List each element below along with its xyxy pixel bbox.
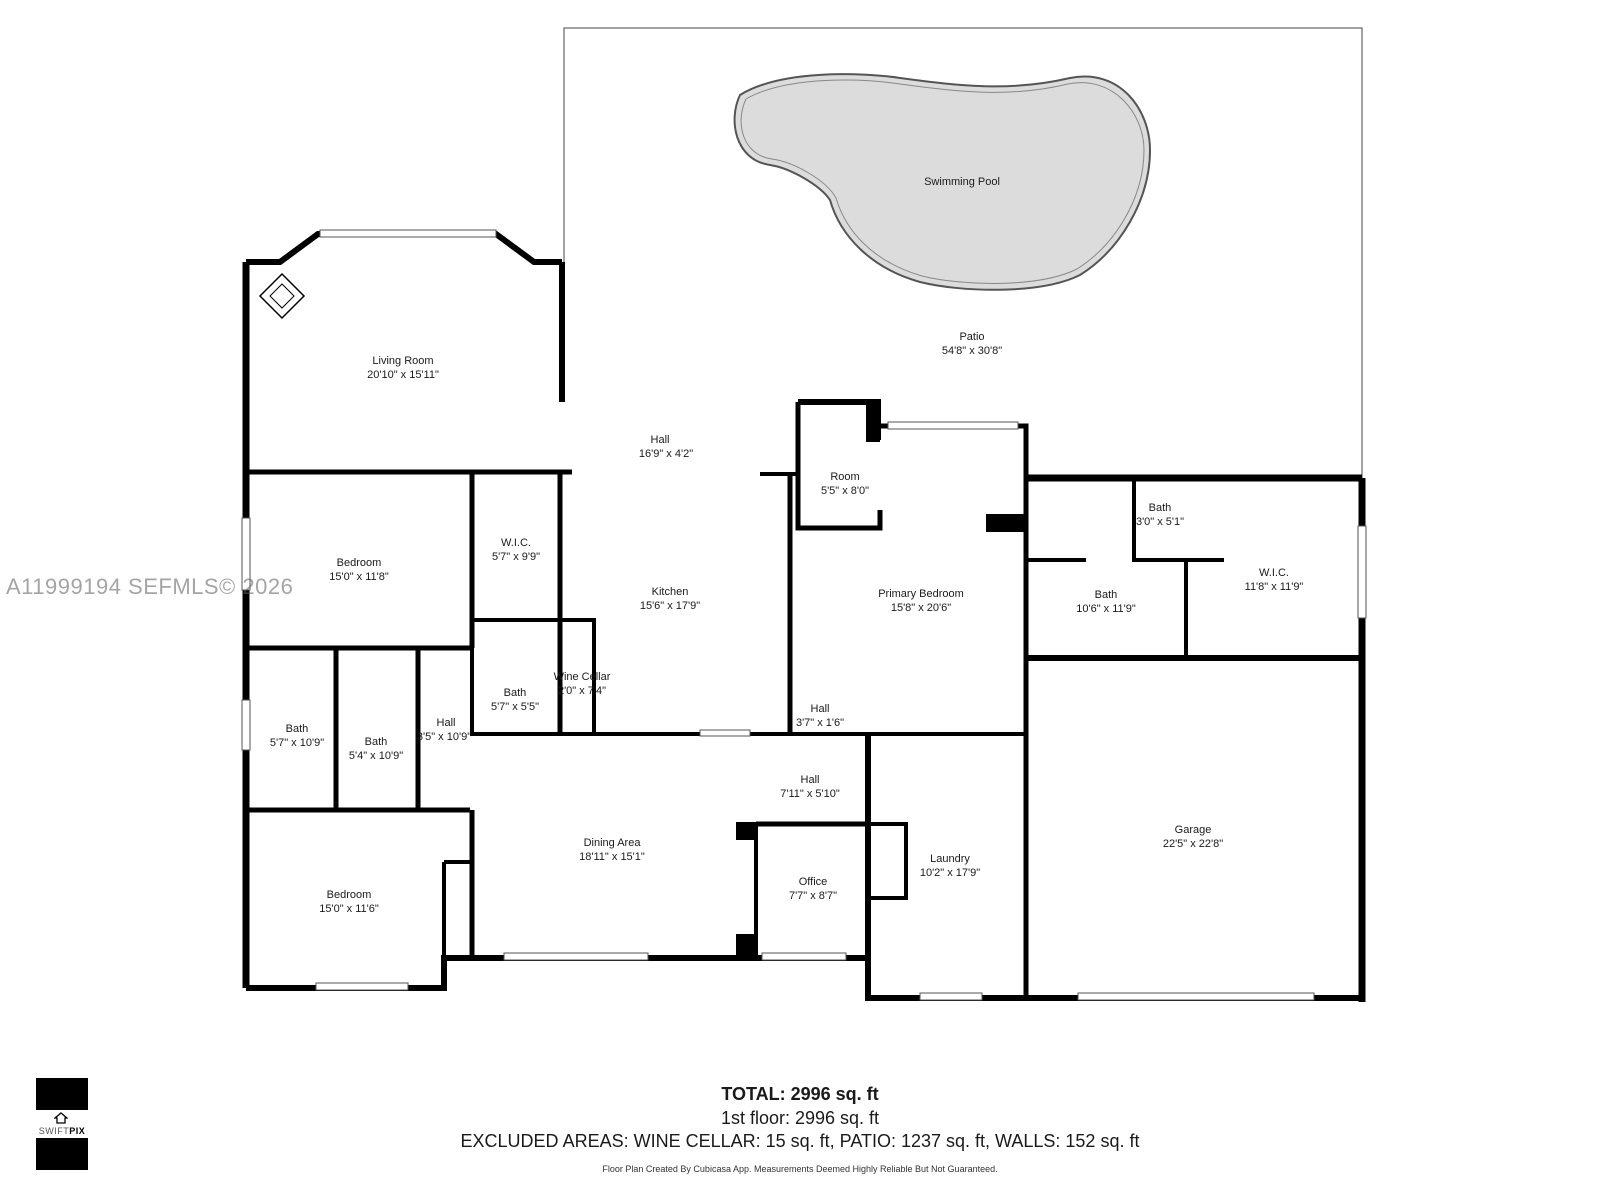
patio-outline (563, 27, 1363, 478)
room-labels: Patio 54'8" x 30'8" Swimming Pool Living… (270, 176, 1304, 915)
patio-dims: 54'8" x 30'8" (942, 345, 1002, 357)
wine-cellar-name: Wine Cellar (554, 671, 611, 683)
bath-c-dims: 5'7" x 5'5" (491, 701, 539, 713)
hall-mid-dims: 7'11" x 5'10" (780, 788, 840, 800)
logo-bottom-block (36, 1138, 88, 1170)
hall-left-name: Hall (437, 717, 456, 729)
excluded-areas: EXCLUDED AREAS: WINE CELLAR: 15 sq. ft, … (460, 1131, 1140, 1151)
wic-1-name: W.I.C. (501, 537, 531, 549)
laundry-name: Laundry (930, 853, 970, 865)
dining-area-name: Dining Area (584, 837, 642, 849)
bath-small-dims: 3'0" x 5'1" (1136, 516, 1184, 528)
logo-prefix: SWIFT (38, 1126, 70, 1136)
floor-area: 1st floor: 2996 sq. ft (720, 1108, 880, 1128)
living-room-name: Living Room (372, 355, 433, 367)
bath-primary-name: Bath (1095, 589, 1118, 601)
dining-area-dims: 18'11" x 15'1" (579, 851, 645, 863)
primary-bedroom-name: Primary Bedroom (878, 588, 964, 600)
wic-2-dims: 11'8" x 11'9" (1245, 581, 1304, 593)
logo-suffix: PIX (69, 1126, 86, 1136)
living-room-dims: 20'10" x 15'11" (367, 369, 439, 381)
wic-2-name: W.I.C. (1259, 567, 1289, 579)
room-name: Room (830, 471, 859, 483)
kitchen-dims: 15'6" x 17'9" (640, 600, 700, 612)
total-area: TOTAL: 2996 sq. ft (721, 1084, 879, 1104)
garage-name: Garage (1175, 824, 1212, 836)
office-name: Office (799, 876, 828, 888)
disclaimer: Floor Plan Created By Cubicasa App. Meas… (602, 1164, 998, 1174)
hall-left-dims: 3'5" x 10'9" (417, 731, 471, 743)
hall-small-name: Hall (811, 703, 830, 715)
hall-top-dims: 16'9" x 4'2" (639, 448, 693, 460)
primary-bedroom-dims: 15'8" x 20'6" (891, 602, 951, 614)
hall-small-dims: 3'7" x 1'6" (796, 717, 844, 729)
windows (241, 229, 1367, 1001)
bath-small-name: Bath (1149, 502, 1172, 514)
logo-text: SWIFTPIX (36, 1126, 88, 1136)
bedroom-1-dims: 15'0" x 11'8" (329, 571, 389, 583)
kitchen-name: Kitchen (652, 586, 689, 598)
bath-c-name: Bath (504, 687, 527, 699)
laundry-dims: 10'2" x 17'9" (920, 867, 980, 879)
wine-cellar-dims: 2'0" x 7'4" (558, 685, 606, 697)
house-icon (54, 1112, 68, 1124)
hall-top-name: Hall (651, 434, 670, 446)
bath-a-dims: 5'7" x 10'9" (270, 737, 324, 749)
hall-mid-name: Hall (801, 774, 820, 786)
bath-primary-dims: 10'6" x 11'9" (1076, 603, 1136, 615)
bath-b-dims: 5'4" x 10'9" (349, 750, 403, 762)
logo-top-block (36, 1078, 88, 1110)
office-dims: 7'7" x 8'7" (789, 890, 837, 902)
patio-name: Patio (959, 331, 984, 343)
room-dims: 5'5" x 8'0" (821, 485, 869, 497)
pool-name: Swimming Pool (924, 176, 1000, 188)
mls-watermark: A11999194 SEFMLS© 2026 (6, 574, 294, 599)
fireplace-icon (258, 272, 306, 320)
garage-dims: 22'5" x 22'8" (1163, 838, 1223, 850)
swiftpix-logo: SWIFTPIX (36, 1078, 88, 1170)
bath-b-name: Bath (365, 736, 388, 748)
swimming-pool (733, 73, 1152, 291)
bedroom-2-name: Bedroom (327, 889, 372, 901)
bedroom-1-name: Bedroom (337, 557, 382, 569)
wic-1-dims: 5'7" x 9'9" (492, 551, 540, 563)
bath-a-name: Bath (286, 723, 309, 735)
bedroom-2-dims: 15'0" x 11'6" (319, 903, 379, 915)
